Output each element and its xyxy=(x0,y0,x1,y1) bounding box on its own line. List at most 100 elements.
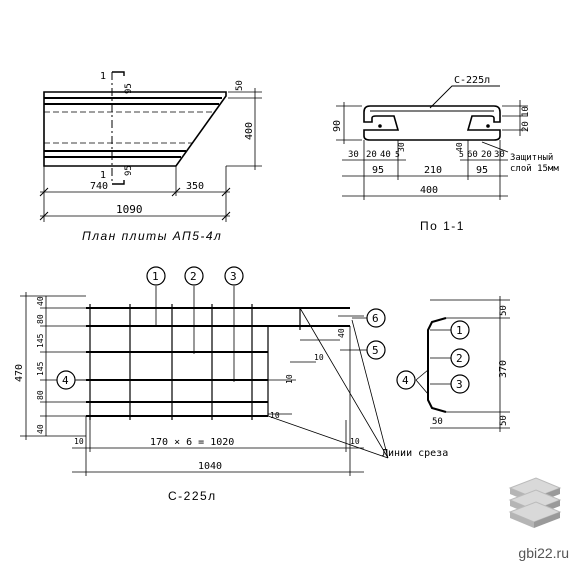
detail-callout-2 xyxy=(450,348,470,368)
callout-4 xyxy=(56,370,76,390)
dim-mesh-row-3: 145 xyxy=(36,361,45,376)
dim-mesh-bottom-left: 10 xyxy=(74,437,84,446)
watermark-site: gbi22.ru xyxy=(518,545,569,561)
cover-leader xyxy=(481,141,509,153)
callout-3-label: 3 xyxy=(230,270,237,283)
callout-6 xyxy=(366,308,386,328)
dim-lines-mesh-bottom xyxy=(72,326,364,476)
callout-2-label: 2 xyxy=(190,270,197,283)
dim-height: 400 xyxy=(244,122,255,140)
dim-sub-left-0: 30 xyxy=(348,150,359,160)
dim-section-right-top: 10 xyxy=(521,106,531,117)
dim-lines-mesh-right xyxy=(268,315,364,415)
dim-mesh-right-1: 10 xyxy=(314,353,324,362)
dim-section-total: 400 xyxy=(420,185,438,196)
callout-1 xyxy=(146,266,166,286)
dim-lines-section-left xyxy=(336,102,362,144)
dim-mesh-height: 470 xyxy=(14,364,25,382)
dim-sub-right-0: 40 xyxy=(455,142,464,152)
callout-3 xyxy=(224,266,244,286)
dim-sub-right-3: 20 xyxy=(481,150,492,160)
dim-section-mid-c: 95 xyxy=(476,165,488,176)
callout-2 xyxy=(184,266,204,286)
callout-1-label: 1 xyxy=(152,270,159,283)
dim-sub-left-2: 40 xyxy=(380,150,391,160)
slab-hidden-lines xyxy=(44,111,214,144)
dim-mesh-row-4: 80 xyxy=(36,390,45,400)
dim-sub-right-2: 60 xyxy=(467,150,478,160)
detail-callout-4-label: 4 xyxy=(402,374,409,387)
dim-detail-bottom-left: 50 xyxy=(432,417,443,427)
dim-total-len: 1090 xyxy=(116,203,143,216)
section-mark-top: 1 xyxy=(100,71,106,82)
rebar-dot xyxy=(486,124,490,128)
mesh-transverse-bars xyxy=(89,304,253,420)
callout-5-label: 5 xyxy=(372,344,379,357)
dim-mesh-right-3: 10 xyxy=(270,411,280,420)
detail-callout-4 xyxy=(396,370,416,390)
dim-section-right-bottom: 20 xyxy=(521,121,531,132)
dim-lines-detail xyxy=(430,296,510,432)
dim-sub-right-1: 5 xyxy=(459,150,464,159)
mesh-title: С-225л xyxy=(168,489,217,503)
section-arrows xyxy=(112,71,125,185)
detail-callout-2-label: 2 xyxy=(456,352,463,365)
callout-5-6-leaders xyxy=(340,317,368,351)
plan-title: План плиты АП5-4л xyxy=(82,229,222,243)
callout-4-label: 4 xyxy=(62,374,69,387)
detail-callout-1-label: 1 xyxy=(456,324,463,337)
dim-detail-bottom-right: 50 xyxy=(499,415,509,426)
dim-section-offset-top: 95 xyxy=(124,83,134,94)
detail-leaders xyxy=(430,329,452,385)
dim-mesh-row-1: 80 xyxy=(36,314,45,324)
dim-sub-left-4: 30 xyxy=(397,142,406,152)
detail-leader-4 xyxy=(415,369,429,395)
slab-outline xyxy=(43,91,227,167)
section-title: По 1-1 xyxy=(420,219,465,233)
section-mesh-label: С-225л xyxy=(454,75,490,86)
dim-mesh-bottom-right: 10 xyxy=(350,437,360,446)
dim-lines-section-right xyxy=(502,100,528,136)
dim-mesh-row-0: 40 xyxy=(36,296,45,306)
dim-sub-left-1: 20 xyxy=(366,150,377,160)
dim-detail-height: 370 xyxy=(498,360,509,378)
detail-callout-1 xyxy=(450,320,470,340)
dim-mesh-row-2: 145 xyxy=(36,333,45,348)
dim-mesh-row-5: 40 xyxy=(36,424,45,434)
dim-lines-mesh-left xyxy=(20,292,86,440)
detail-callout-3 xyxy=(450,374,470,394)
stacked-slabs-icon xyxy=(508,477,562,528)
mesh-edge-bars xyxy=(267,308,301,416)
slab-top-rib xyxy=(44,97,222,105)
dim-lines-bottom xyxy=(40,166,230,222)
mesh-plan: 40 10 10 10 470 40 80 145 145 80 40 10 1… xyxy=(14,266,448,503)
slab-section: С-225л 90 10 20 30 20 40 5 30 40 5 60 20… xyxy=(332,75,559,233)
mesh-detail: 50 370 50 50 1 2 3 4 xyxy=(396,296,510,432)
dim-mesh-right-0: 40 xyxy=(337,328,346,338)
mesh-callout-leaders xyxy=(155,286,235,382)
mesh-leader xyxy=(429,85,500,109)
dim-right-len: 350 xyxy=(186,181,204,192)
slab-bottom-rib xyxy=(44,150,186,158)
section-mark-bottom: 1 xyxy=(100,170,106,181)
cover-label-1: Защитный xyxy=(510,153,553,163)
dim-mesh-bottom-mid: 170 × 6 = 1020 xyxy=(150,437,234,448)
detail-profile xyxy=(427,317,447,413)
dim-sub-left-3: 5 xyxy=(395,150,400,159)
rebar-dot xyxy=(378,124,382,128)
dim-lines-section-bottom xyxy=(342,140,508,200)
dim-section-offset-bottom: 95 xyxy=(124,165,134,176)
dim-left-len: 740 xyxy=(90,181,108,192)
dim-section-mid-b: 210 xyxy=(424,165,442,176)
cover-label-2: слой 15мм xyxy=(510,164,559,174)
detail-callout-3-label: 3 xyxy=(456,378,463,391)
dim-section-height: 90 xyxy=(332,120,343,132)
slab-plan: 1 1 95 95 50 400 740 350 1090 План плиты… xyxy=(39,71,262,243)
dim-detail-top: 50 xyxy=(499,305,509,316)
dim-ticks-bottom xyxy=(39,187,231,221)
cut-lines xyxy=(267,307,389,459)
dim-mesh-right-2: 10 xyxy=(285,374,294,384)
callout-6-label: 6 xyxy=(372,312,379,325)
section-outline xyxy=(363,105,501,141)
